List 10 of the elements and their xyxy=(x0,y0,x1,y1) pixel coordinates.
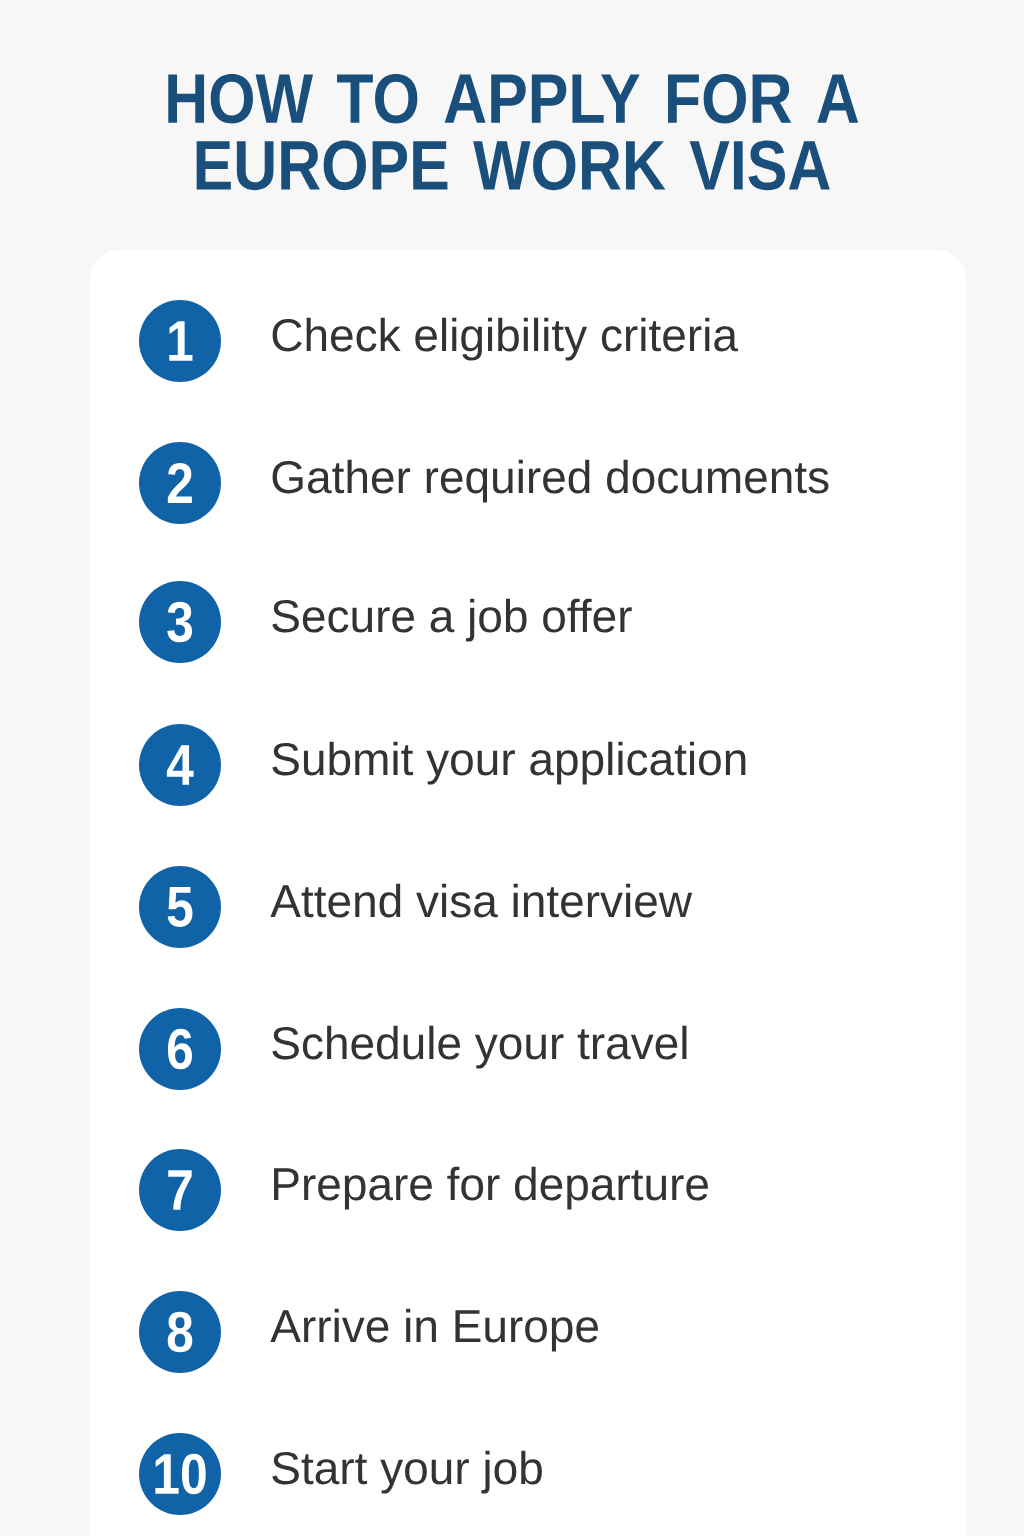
step-label: Gather required documents xyxy=(272,459,829,503)
step-label: Schedule your travel xyxy=(272,1025,687,1069)
step-label: Check eligibility criteria xyxy=(272,317,738,361)
step-label: Secure a job offer xyxy=(272,598,632,642)
step-label: Attend visa interview xyxy=(270,883,693,918)
step-label: Prepare for departure xyxy=(274,1166,708,1210)
step-label: Arrive in Europe xyxy=(270,1308,598,1352)
step-label: Submit your application xyxy=(272,741,746,785)
step-label: Start your job xyxy=(272,1450,542,1494)
title: HOW TO APPLY FOR A EUROPE WORK VISA xyxy=(168,73,859,191)
